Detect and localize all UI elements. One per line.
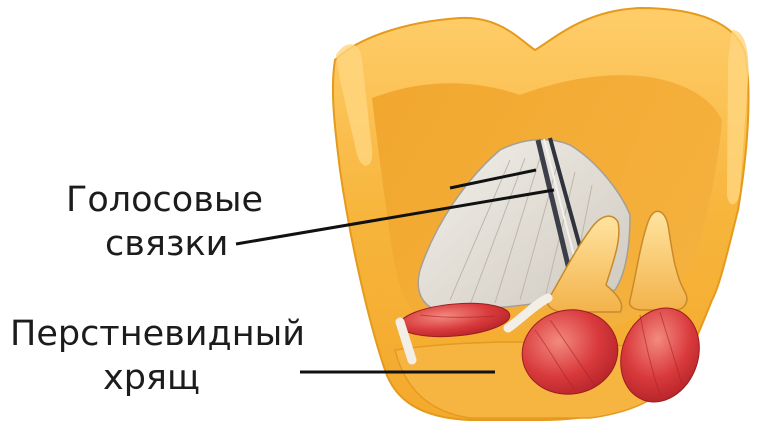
label-vocal-cords-line2: связки bbox=[66, 222, 263, 266]
right-horn bbox=[727, 30, 748, 204]
label-cricoid-line2: хрящ bbox=[10, 356, 305, 400]
label-cricoid-line1: Перстневидный bbox=[10, 312, 305, 356]
label-vocal-cords-line1: Голосовые bbox=[66, 178, 263, 222]
label-cricoid-cartilage: Перстневидный хрящ bbox=[10, 312, 305, 400]
label-vocal-cords: Голосовые связки bbox=[66, 178, 263, 266]
